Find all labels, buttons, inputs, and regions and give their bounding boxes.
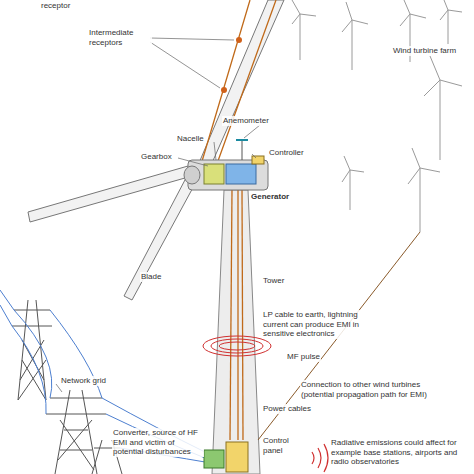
mf-pulse (203, 336, 271, 356)
generator (226, 164, 256, 184)
grid-lines (0, 290, 205, 462)
pylons (12, 300, 122, 474)
tower (212, 190, 260, 474)
part-label: Generator (250, 192, 290, 202)
turbine-connection (258, 232, 420, 440)
part-label: Gearbox (140, 152, 173, 162)
annotation: Radiative emissions could affect for exa… (330, 438, 470, 467)
earth-cable (230, 190, 232, 440)
annotation: MF pulse (286, 352, 321, 362)
annotation: Converter, source of HF EMI and victim o… (112, 428, 204, 457)
radiation (312, 444, 328, 472)
receptor-dot (236, 37, 242, 43)
blades (28, 0, 284, 300)
part-label: Blade (140, 272, 162, 282)
wind-farm (292, 0, 462, 232)
part-label: Control panel (262, 436, 300, 455)
part-label: Intermediate receptors (88, 28, 152, 47)
hub (184, 166, 200, 184)
annotation: LP cable to earth, lightning current can… (262, 310, 374, 339)
part-label: Nacelle (176, 134, 205, 144)
receptor-dot (221, 87, 227, 93)
controller (252, 156, 264, 164)
anemometer (236, 139, 248, 141)
power-cable (237, 190, 238, 440)
control-panel (226, 442, 248, 472)
part-label: Anemometer (222, 116, 270, 126)
converter (204, 450, 224, 468)
leader-line (150, 38, 234, 40)
part-label: Power cables (262, 404, 312, 414)
leaders (56, 125, 260, 392)
annotation: Connection to other wind turbines (poten… (300, 380, 452, 399)
part-label: Tower (262, 276, 285, 286)
part-label: Wind turbine farm (392, 46, 470, 56)
gearbox (204, 164, 224, 184)
lightning-conductor (200, 0, 276, 172)
anemometer (242, 140, 243, 160)
part-label: receptor (40, 1, 71, 11)
part-label: Network grid (60, 376, 107, 386)
leader-line (150, 42, 220, 88)
part-label: Controller (268, 148, 305, 158)
power-cable (242, 190, 243, 440)
